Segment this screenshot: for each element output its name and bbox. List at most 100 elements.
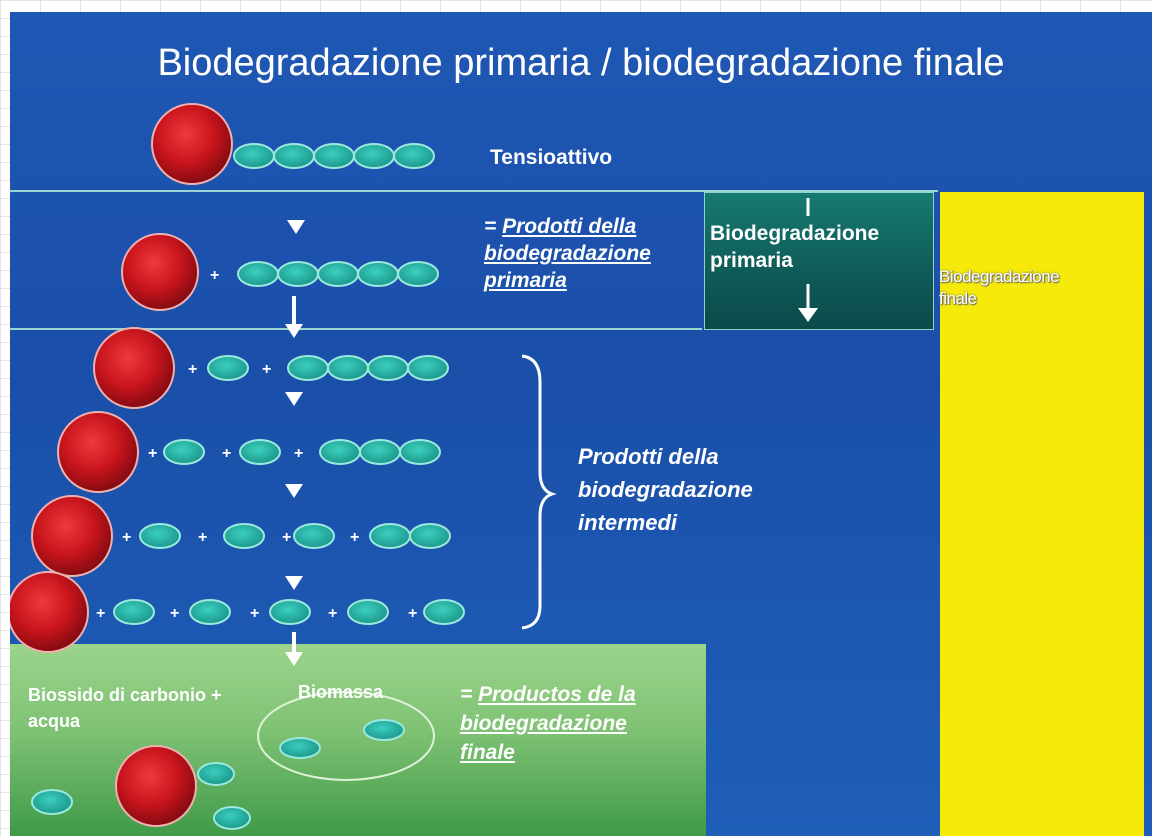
chain-segment [327, 355, 369, 381]
chain-segment [213, 806, 251, 830]
down-arrow [285, 392, 303, 406]
plus-sign: + [188, 361, 197, 378]
plus-sign: + [122, 529, 131, 546]
head-molecule [115, 745, 197, 827]
chain-segment [409, 523, 451, 549]
head-molecule [57, 411, 139, 493]
chain-segment [393, 143, 435, 169]
final-biodegradation-bar [940, 192, 1144, 836]
chain-segment [197, 762, 235, 786]
chain-segment [287, 355, 329, 381]
head-molecule [121, 233, 199, 311]
down-arrow [285, 652, 303, 666]
chain-segment [189, 599, 231, 625]
plus-sign: + [282, 529, 291, 546]
chain-segment [273, 143, 315, 169]
surfactant-label: Tensioattivo [490, 146, 613, 169]
primary-box-line-2: primaria [710, 249, 793, 272]
intermediate-brace [521, 354, 557, 630]
plus-sign: + [294, 445, 303, 462]
chain-segment [237, 261, 279, 287]
down-arrow [285, 576, 303, 590]
down-arrow [285, 484, 303, 498]
plus-sign: + [408, 605, 417, 622]
primary-box-arrow [798, 198, 818, 322]
chain-segment [313, 143, 355, 169]
primary-products-line-1: = Prodotti della [484, 213, 651, 240]
plus-sign: + [262, 361, 271, 378]
slide-title: Biodegradazione primaria / biodegradazio… [157, 42, 1005, 84]
chain-segment [319, 439, 361, 465]
final-biodegradation-label: Biodegradazione finale [939, 266, 1060, 310]
chain-segment [207, 355, 249, 381]
chain-segment [359, 439, 401, 465]
intermediate-line-2: biodegradazione [578, 477, 753, 502]
plus-sign: + [328, 605, 337, 622]
down-arrow [285, 324, 303, 338]
chain-segment [239, 439, 281, 465]
final-products-line-2: biodegradazione [460, 712, 627, 735]
chain-segment [407, 355, 449, 381]
plus-sign: + [350, 529, 359, 546]
chain-segment [353, 143, 395, 169]
primary-products-prefix: = [484, 215, 503, 238]
divider-line-middle [10, 328, 702, 330]
head-molecule [93, 327, 175, 409]
final-box-line-1: Biodegradazione [939, 267, 1060, 286]
plus-sign: + [198, 529, 207, 546]
chain-segment [367, 355, 409, 381]
final-products-line-3: finale [460, 741, 515, 764]
biomass-cell-outline [257, 691, 435, 781]
primary-products-line-2: biodegradazione [484, 242, 651, 265]
chain-segment [369, 523, 411, 549]
chain-segment [31, 789, 73, 815]
primary-products-line-3: primaria [484, 269, 567, 292]
head-molecule [151, 103, 233, 185]
intermediate-products-label: Prodotti della biodegradazione intermedi [578, 440, 753, 539]
plus-sign: + [148, 445, 157, 462]
plus-sign: + [250, 605, 259, 622]
chain-segment [317, 261, 359, 287]
final-box-line-2: finale [939, 289, 977, 308]
biomass-label: Biomassa [298, 682, 384, 702]
head-molecule [10, 571, 89, 653]
slide: Biodegradazione primaria / biodegradazio… [10, 12, 1152, 836]
chain-segment [357, 261, 399, 287]
plus-sign: + [96, 605, 105, 622]
co2-line-1: Biossido di carbonio + [28, 685, 222, 705]
chain-segment [363, 719, 405, 741]
chain-segment [163, 439, 205, 465]
intermediate-line-3: intermedi [578, 510, 678, 535]
primary-biodegradation-box [704, 192, 934, 330]
final-products-label: = Productos de la biodegradazione finale [460, 680, 636, 767]
chain-segment [397, 261, 439, 287]
final-products-line-1: = Productos de la [460, 680, 636, 709]
co2-water-label: Biossido di carbonio + acqua [28, 682, 222, 734]
co2-line-2: acqua [28, 711, 81, 731]
chain-segment [139, 523, 181, 549]
head-molecule [31, 495, 113, 577]
down-arrow [287, 220, 305, 234]
chain-segment [113, 599, 155, 625]
chain-segment [347, 599, 389, 625]
chain-segment [293, 523, 335, 549]
intermediate-line-1: Prodotti della [578, 444, 719, 469]
chain-segment [423, 599, 465, 625]
divider-line-top [10, 190, 938, 192]
primary-products-text-1: Prodotti della [502, 215, 637, 238]
plus-sign: + [222, 445, 231, 462]
chain-segment [399, 439, 441, 465]
final-products-text-1: Productos de la [478, 683, 636, 706]
primary-box-line-1: Biodegradazione [710, 222, 880, 245]
diagram-art: + + + + + + + + + + + + + + + [10, 103, 818, 830]
chain-segment [279, 737, 321, 759]
plus-sign: + [210, 267, 219, 284]
chain-segment [233, 143, 275, 169]
primary-products-label: = Prodotti della biodegradazione primari… [484, 213, 651, 294]
chain-segment [277, 261, 319, 287]
plus-sign: + [170, 605, 179, 622]
final-products-prefix: = [460, 683, 479, 706]
primary-biodegradation-label: Biodegradazione primaria [710, 220, 879, 274]
chain-segment [269, 599, 311, 625]
